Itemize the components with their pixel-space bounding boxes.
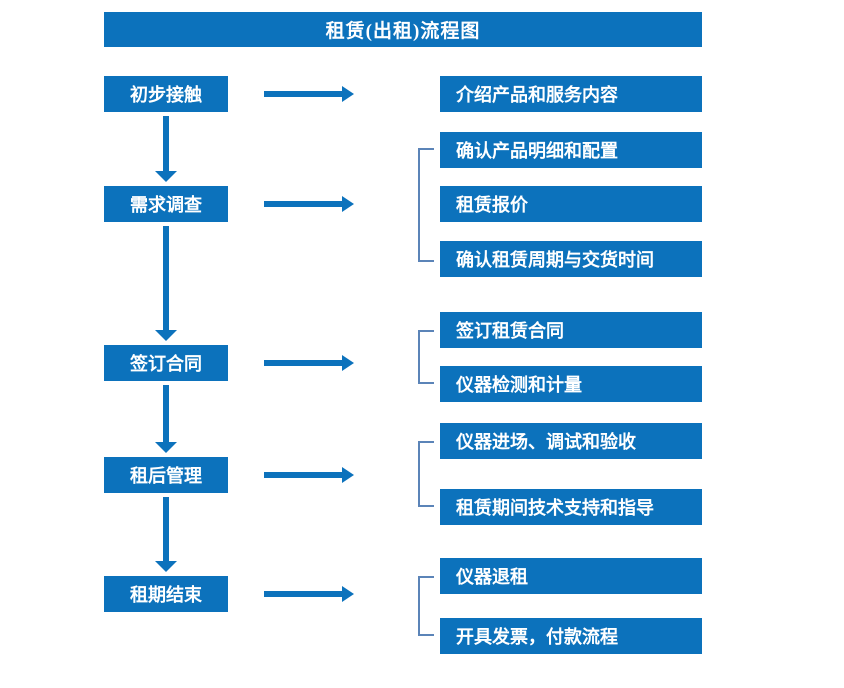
horizontal-arrow-2 [264,196,354,212]
stage-node-post-rent-management[interactable]: 租后管理 [104,457,228,493]
horizontal-arrow-5 [264,586,354,602]
stage-node-lease-end[interactable]: 租期结束 [104,576,228,612]
horizontal-arrow-3 [264,355,354,371]
stage-node-sign-contract[interactable]: 签订合同 [104,345,228,381]
vertical-arrow-2 [155,226,177,341]
bracket-group-lease-end [418,576,434,636]
stage-node-initial-contact[interactable]: 初步接触 [104,76,228,112]
vertical-arrow-3 [155,385,177,453]
chart-title: 租赁(出租)流程图 [104,12,702,47]
bracket-group-sign-contract [418,330,434,384]
vertical-arrow-4 [155,497,177,572]
detail-box-sign-lease-contract[interactable]: 签订租赁合同 [440,312,702,348]
bracket-group-needs-survey [418,148,434,262]
detail-box-rental-quote[interactable]: 租赁报价 [440,186,702,222]
detail-box-instrument-return[interactable]: 仪器退租 [440,558,702,594]
detail-box-technical-support-guidance[interactable]: 租赁期间技术支持和指导 [440,489,702,525]
detail-box-instrument-entry-debug-acceptance[interactable]: 仪器进场、调试和验收 [440,423,702,459]
detail-box-instrument-inspection-metrology[interactable]: 仪器检测和计量 [440,366,702,402]
detail-box-invoice-payment-process[interactable]: 开具发票，付款流程 [440,618,702,654]
horizontal-arrow-1 [264,86,354,102]
vertical-arrow-1 [155,116,177,182]
detail-box-confirm-lease-period-delivery[interactable]: 确认租赁周期与交货时间 [440,241,702,277]
detail-box-confirm-product-spec[interactable]: 确认产品明细和配置 [440,132,702,168]
horizontal-arrow-4 [264,467,354,483]
bracket-group-post-rent-management [418,441,434,507]
detail-box-introduce-products[interactable]: 介绍产品和服务内容 [440,76,702,112]
stage-node-needs-survey[interactable]: 需求调查 [104,186,228,222]
